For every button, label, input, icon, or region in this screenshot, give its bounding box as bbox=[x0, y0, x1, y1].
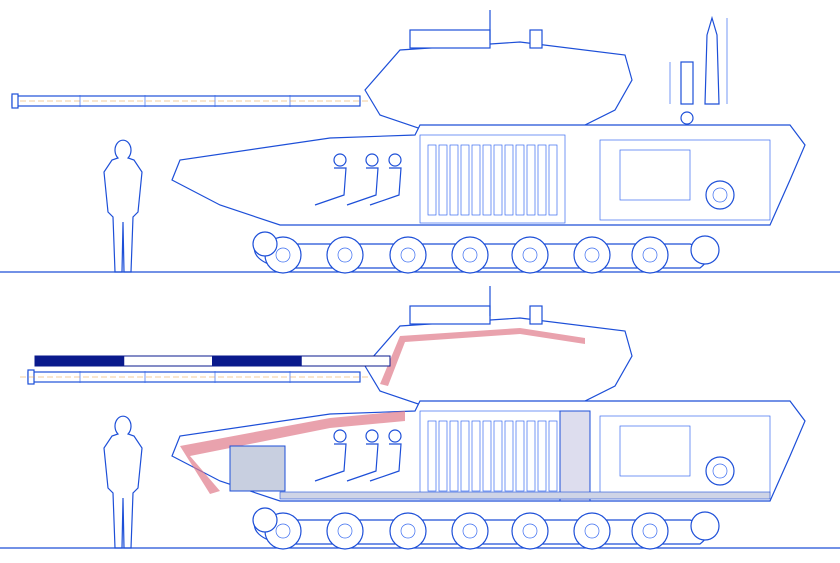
ammo-round bbox=[526, 420, 536, 492]
scale-bar bbox=[34, 355, 391, 367]
tank-bottom-view bbox=[0, 286, 840, 550]
ammo-compartment bbox=[419, 134, 566, 224]
front-armor-module bbox=[229, 445, 286, 492]
ammo-round bbox=[504, 420, 514, 492]
wheel-hub bbox=[522, 523, 538, 539]
wheel-hub bbox=[642, 523, 658, 539]
crew-helmet bbox=[365, 429, 379, 443]
bulkhead bbox=[559, 410, 591, 502]
ammo-round bbox=[493, 420, 503, 492]
ammo-round bbox=[515, 420, 525, 492]
ammo-round bbox=[515, 144, 525, 216]
crew-member bbox=[314, 167, 347, 206]
ammo-round bbox=[548, 144, 558, 216]
crew-helmet bbox=[333, 429, 347, 443]
crew-member bbox=[346, 443, 379, 482]
front-armor bbox=[180, 411, 405, 494]
ammo-round bbox=[449, 420, 459, 492]
wheel-hub bbox=[584, 247, 600, 263]
road-wheel bbox=[451, 512, 489, 550]
ammo-round bbox=[460, 420, 470, 492]
wheel-hub bbox=[462, 247, 478, 263]
ammo-round bbox=[493, 144, 503, 216]
wheel-hub bbox=[275, 523, 291, 539]
crew-helmet bbox=[388, 429, 402, 443]
road-wheel bbox=[451, 236, 489, 274]
charge-cross-section bbox=[680, 111, 694, 125]
ammo-round bbox=[471, 144, 481, 216]
crew-member bbox=[346, 167, 379, 206]
wheel-hub bbox=[400, 523, 416, 539]
engine-block bbox=[619, 425, 691, 477]
road-wheel bbox=[631, 512, 669, 550]
ammo-detail bbox=[669, 15, 728, 125]
crew-member bbox=[314, 443, 347, 482]
scale-bar-segment bbox=[123, 355, 213, 367]
propellant-charge bbox=[680, 61, 694, 105]
ammo-round bbox=[504, 144, 514, 216]
wheel-hub bbox=[584, 523, 600, 539]
human-silhouette bbox=[103, 139, 143, 273]
ammo-round bbox=[537, 144, 547, 216]
idler-wheel bbox=[252, 231, 278, 257]
ammo-round bbox=[438, 420, 448, 492]
floor-armor bbox=[279, 491, 771, 500]
ammo-round bbox=[471, 420, 481, 492]
projectile bbox=[704, 15, 720, 105]
wheel-hub bbox=[337, 523, 353, 539]
ammo-round bbox=[427, 420, 437, 492]
wheel-hub bbox=[462, 523, 478, 539]
ammo-round bbox=[548, 420, 558, 492]
muzzle bbox=[11, 93, 19, 109]
transmission-drum bbox=[705, 180, 735, 210]
ammo-round bbox=[449, 144, 459, 216]
ammo-round bbox=[438, 144, 448, 216]
road-wheel bbox=[573, 236, 611, 274]
turret bbox=[364, 41, 633, 133]
transmission-drum bbox=[705, 456, 735, 486]
ammo-round bbox=[537, 420, 547, 492]
turret-sensor-block bbox=[409, 29, 491, 49]
engine-block bbox=[619, 149, 691, 201]
scale-bar-segment bbox=[34, 355, 125, 367]
road-wheel bbox=[631, 236, 669, 274]
wheel-hub bbox=[275, 247, 291, 263]
drive-sprocket bbox=[690, 235, 720, 265]
engine-compartment bbox=[599, 139, 771, 221]
commander-sight bbox=[529, 305, 543, 325]
turret-sensor-block bbox=[409, 305, 491, 325]
ammo-round bbox=[482, 144, 492, 216]
wheel-hub bbox=[337, 247, 353, 263]
crew-member bbox=[369, 167, 402, 206]
road-wheel bbox=[511, 236, 549, 274]
crew-helmet bbox=[333, 153, 347, 167]
ammo-round bbox=[526, 144, 536, 216]
ammo-round bbox=[482, 420, 492, 492]
wheel-hub bbox=[522, 247, 538, 263]
scale-bar-segment bbox=[212, 355, 302, 367]
road-wheel bbox=[326, 236, 364, 274]
commander-sight bbox=[529, 29, 543, 49]
road-wheel bbox=[326, 512, 364, 550]
tank-top-view bbox=[0, 10, 840, 274]
transmission-hub bbox=[712, 187, 728, 203]
ammo-round bbox=[460, 144, 470, 216]
road-wheel bbox=[389, 236, 427, 274]
crew-member bbox=[369, 443, 402, 482]
crew-helmet bbox=[388, 153, 402, 167]
road-wheel bbox=[511, 512, 549, 550]
road-wheel bbox=[389, 512, 427, 550]
crew-helmet bbox=[365, 153, 379, 167]
drive-sprocket bbox=[690, 511, 720, 541]
idler-wheel bbox=[252, 507, 278, 533]
ammo-round bbox=[427, 144, 437, 216]
wheel-hub bbox=[642, 247, 658, 263]
scale-bar-segment bbox=[300, 355, 391, 367]
wheel-hub bbox=[400, 247, 416, 263]
transmission-hub bbox=[712, 463, 728, 479]
human-silhouette bbox=[103, 415, 143, 549]
road-wheel bbox=[573, 512, 611, 550]
